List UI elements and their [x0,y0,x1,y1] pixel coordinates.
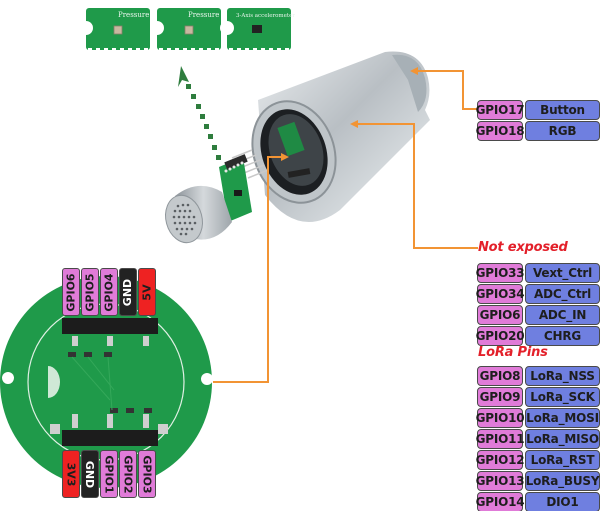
grill-end-cap [165,185,232,244]
sensor-board-accelerometer: 3-Axis accelerometer [220,8,295,51]
function-label: LoRa_BUSY [525,471,600,491]
callout-top-pins [410,67,478,110]
gpio-label: GPIO17 [476,100,525,120]
board-3-title: 3-Axis accelerometer [236,13,295,19]
gpio-label: GPIO8 [477,366,523,386]
function-label: ADC_Ctrl [525,284,600,304]
pcb-pin-top-2: GPIO5 [81,268,99,316]
pcb-pin-bottom-4: GPIO2 [119,450,137,498]
pcb-pin-top-3: GPIO4 [100,268,118,316]
function-label: ADC_IN [525,305,600,325]
callout-not-exposed [350,120,478,249]
gpio-label: GPIO12 [476,450,525,470]
pcb-pin-bottom-2: GND [81,450,99,498]
pin-row: GPIO14 DIO1 [476,492,600,511]
function-label: LoRa_NSS [525,366,600,386]
lora-pins-title: LoRa Pins [478,345,548,360]
gpio-label: GPIO20 [476,326,525,346]
pin-row: GPIO12 LoRa_RST [476,450,600,470]
callout-lines [213,67,478,383]
pcb-pin-top-1: GPIO6 [62,268,80,316]
pin-row: GPIO8 LoRa_NSS [477,366,600,386]
function-label: DIO1 [525,492,600,511]
gpio-label: GPIO18 [476,121,525,141]
function-label: LoRa_SCK [525,387,600,407]
board-1-title: Pressure [118,11,149,19]
function-label: LoRa_MOSI [525,408,600,428]
function-label: RGB [525,121,600,141]
cylinder-housing [251,51,430,222]
pin-row: GPIO17 Button [476,100,600,120]
callout-pcb-to-housing [213,153,289,383]
pin-row: GPIO9 LoRa_SCK [477,387,600,407]
pcb-pin-top-4: GND [119,268,137,316]
pin-row: GPIO10 LoRa_MOSI [476,408,600,428]
pin-row: GPIO13 LoRa_BUSY [476,471,600,491]
function-label: LoRa_RST [525,450,600,470]
gpio-label: GPIO9 [477,387,523,407]
sensor-board-pressure-2: Pressure [150,8,221,51]
pin-row: GPIO20 CHRG [476,326,600,346]
pcb-pin-top-5: 5V [138,268,156,316]
gpio-label: GPIO33 [476,263,525,283]
gpio-label: GPIO13 [476,471,525,491]
gpio-label: GPIO34 [476,284,525,304]
pin-row: GPIO33 Vext_Ctrl [476,263,600,283]
sensor-board-pressure-1: Pressure [79,8,150,51]
board-2-title: Pressure [188,11,219,19]
gpio-label: GPIO14 [476,492,525,511]
function-label: CHRG [525,326,600,346]
pin-row: GPIO18 RGB [476,121,600,141]
pin-row: GPIO34 ADC_Ctrl [476,284,600,304]
sensor-module-pcb [219,149,269,222]
function-label: LoRa_MISO [525,429,600,449]
pcb-pin-bottom-5: GPIO3 [138,450,156,498]
not-exposed-title: Not exposed [478,240,568,255]
gpio-label: GPIO6 [477,305,523,325]
pin-row: GPIO6 ADC_IN [477,305,600,325]
pin-row: GPIO11 LoRa_MISO [476,429,600,449]
function-label: Vext_Ctrl [525,263,600,283]
gpio-label: GPIO11 [476,429,525,449]
gpio-label: GPIO10 [476,408,525,428]
dotted-arrow [178,66,221,160]
pcb-pin-bottom-3: GPIO1 [100,450,118,498]
round-pcb [0,276,213,488]
function-label: Button [525,100,600,120]
pcb-pin-bottom-1: 3V3 [62,450,80,498]
